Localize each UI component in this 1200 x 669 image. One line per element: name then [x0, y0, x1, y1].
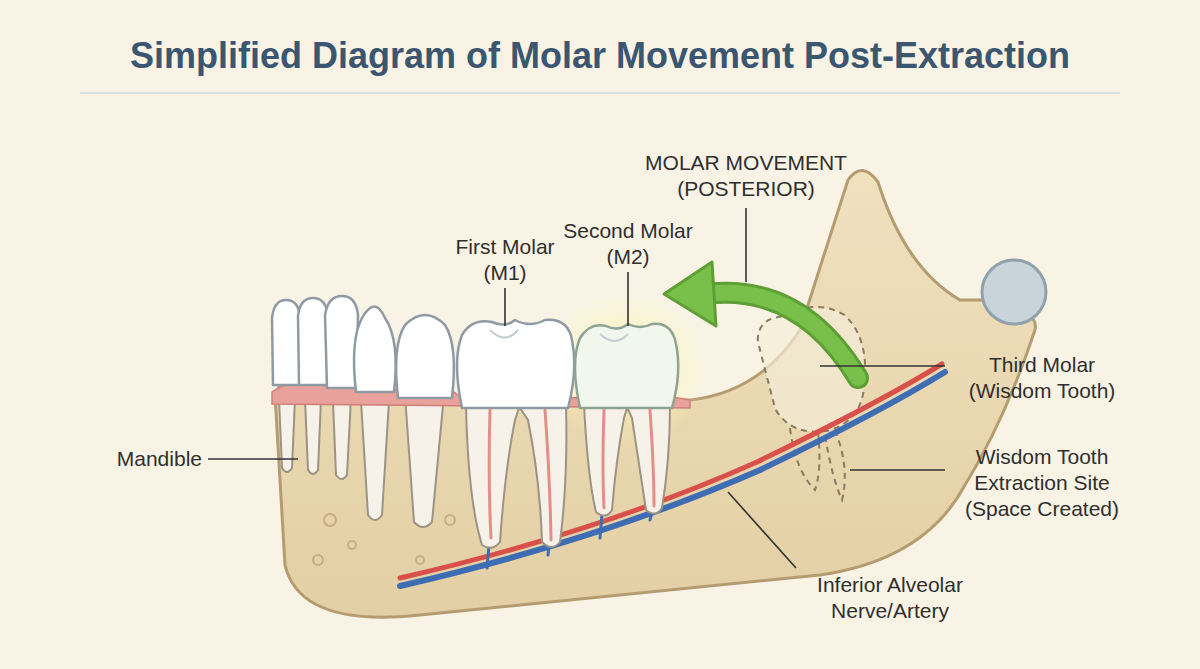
- tooth-label: Third Molar (Wisdom Tooth): [952, 352, 1132, 404]
- diagram-title: Simplified Diagram of Molar Movement Pos…: [0, 34, 1200, 78]
- tooth-label: First Molar (M1): [432, 234, 578, 286]
- second-molar-crown: [575, 324, 678, 408]
- tooth-label: Second Molar (M2): [550, 218, 706, 270]
- tooth-crowns: [272, 296, 574, 408]
- bone-label: Mandible: [40, 446, 202, 472]
- nerve-label: Inferior Alveolar Nerve/Artery: [790, 572, 990, 624]
- root-pulp: [489, 410, 654, 540]
- site-label: Wisdom Tooth Extraction Site (Space Crea…: [952, 444, 1132, 522]
- title-rule: [80, 92, 1120, 94]
- condyle: [982, 260, 1046, 324]
- movement-arrow: [664, 262, 858, 378]
- arrow-label: MOLAR MOVEMENT (POSTERIOR): [636, 150, 856, 202]
- leader-lines: [208, 208, 945, 568]
- crown-grooves: [490, 330, 628, 341]
